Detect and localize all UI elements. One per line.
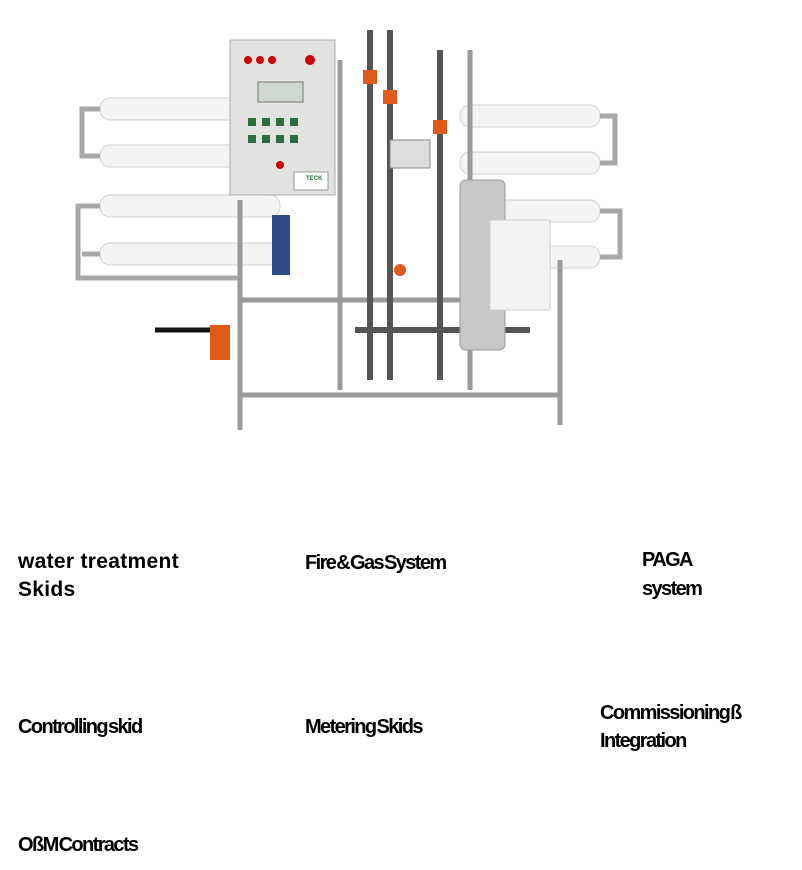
service-controlling-skid: Controlling skid <box>18 716 143 738</box>
service-commissioning-integration: Commissioning ß Integration <box>600 702 742 752</box>
brand-text: TECK <box>306 176 323 182</box>
service-metering-skids: Metering Skids <box>305 716 423 738</box>
service-om-contracts: OßM Contracts <box>18 834 139 856</box>
service-paga-system: PAGA system <box>642 549 703 600</box>
service-fire-gas-system: Fire & Gas System <box>305 552 447 574</box>
service-water-treatment-skids: water treatment Skids <box>18 550 179 601</box>
brand-plate <box>293 171 329 191</box>
water-treatment-skid-image: TECK <box>75 30 623 430</box>
